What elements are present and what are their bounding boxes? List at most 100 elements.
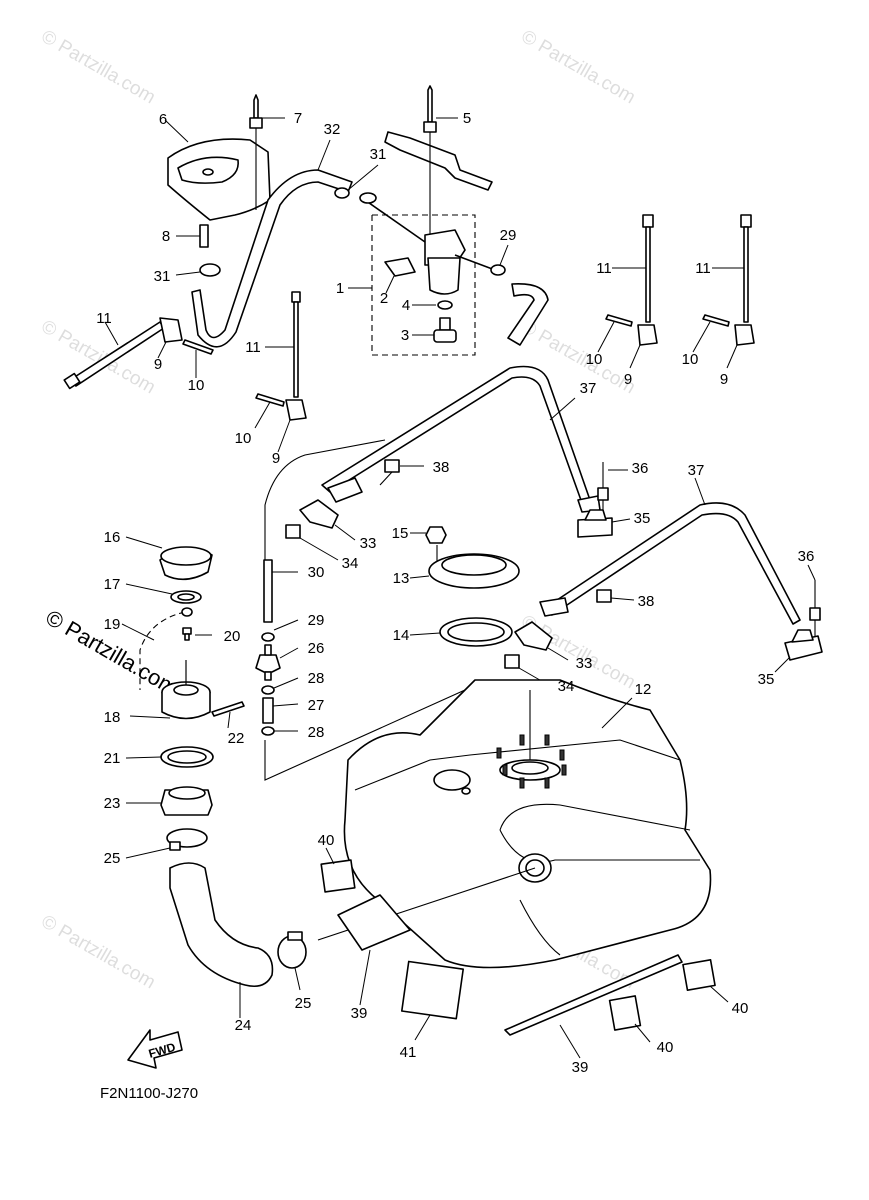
callout-label-35a: 35	[634, 510, 651, 527]
callout-label-40b: 40	[657, 1039, 674, 1056]
part-26-valve	[255, 644, 299, 681]
callout-label-36b: 36	[798, 548, 815, 565]
part-27-hose	[262, 697, 299, 724]
callout-label-23: 23	[104, 795, 121, 812]
part-22-vent-fitting	[211, 701, 245, 729]
callout-label-11a: 11	[96, 310, 112, 327]
part-8-grommet	[176, 224, 209, 248]
part-11-tie-right-2	[712, 214, 752, 323]
part-41-pad	[400, 960, 465, 1041]
callout-label-39b: 39	[572, 1059, 589, 1076]
tank-studs	[496, 734, 567, 789]
callout-label-9c: 9	[624, 371, 632, 388]
callout-label-28b: 28	[308, 724, 325, 741]
callout-label-10c: 10	[586, 351, 603, 368]
part-4-oring	[412, 300, 453, 310]
part-37-strap-lower	[539, 477, 801, 625]
callout-label-8: 8	[162, 228, 170, 245]
callout-label-3: 3	[401, 327, 409, 344]
part-5-bracket	[384, 85, 493, 235]
callout-label-12: 12	[635, 681, 652, 698]
part-3-drain-plug	[412, 317, 457, 343]
hose-outlet	[507, 283, 549, 346]
part-38-bolt-lower	[596, 589, 635, 603]
callout-label-30: 30	[308, 564, 325, 581]
callout-label-37a: 37	[580, 380, 597, 397]
callout-label-2: 2	[380, 290, 388, 307]
part-13-plate	[409, 553, 520, 589]
part-1-fuel-filter-assembly	[348, 214, 476, 356]
part-33-cushion-upper	[299, 499, 356, 541]
callout-label-39a: 39	[351, 1005, 368, 1022]
callout-label-10d: 10	[682, 351, 699, 368]
part-16-cap	[125, 536, 213, 581]
part-31-clamp-right	[334, 164, 379, 199]
diagram-code: F2N1100-J270	[100, 1085, 198, 1102]
part-25-clamp-left	[125, 828, 208, 859]
callout-label-1: 1	[336, 280, 344, 297]
callout-label-14: 14	[393, 627, 410, 644]
part-12-fuel-tank	[317, 679, 712, 969]
part-10-rivet-right-1	[597, 314, 633, 353]
part-33-cushion-lower	[514, 621, 569, 661]
part-6-cover	[164, 119, 271, 221]
watermark-2: © Partzilla.com	[518, 26, 639, 108]
callout-label-13: 13	[393, 570, 410, 587]
callout-label-11c: 11	[596, 260, 612, 277]
part-30-hose	[263, 559, 298, 623]
callout-label-34a: 34	[342, 555, 359, 572]
callout-label-10b: 10	[235, 430, 252, 447]
part-40-pad-2	[608, 995, 651, 1043]
part-28-clamp-upper	[261, 677, 299, 695]
callout-label-33b: 33	[576, 655, 593, 672]
part-29-clamp-top	[490, 244, 509, 276]
part-35-holder-upper	[577, 509, 631, 538]
part-19-chain	[121, 607, 193, 690]
part-9-holder-center	[277, 399, 307, 453]
part-17-gasket	[125, 583, 202, 604]
callout-label-40a: 40	[318, 832, 335, 849]
part-24-hose	[169, 862, 274, 1018]
callout-label-20: 20	[224, 628, 241, 645]
callout-label-26: 26	[308, 640, 325, 657]
callout-label-11d: 11	[695, 260, 711, 277]
callout-label-37b: 37	[688, 462, 705, 479]
part-38-bolt-upper	[379, 459, 424, 486]
callout-label-21: 21	[104, 750, 121, 767]
callout-label-16: 16	[104, 529, 121, 546]
callout-label-33a: 33	[360, 535, 377, 552]
callout-label-25b: 25	[295, 995, 312, 1012]
part-35-holder-lower	[774, 629, 823, 673]
callout-label-32: 32	[324, 121, 341, 138]
callout-label-29b: 29	[500, 227, 517, 244]
callout-label-31a: 31	[154, 268, 171, 285]
callout-label-15: 15	[392, 525, 409, 542]
watermark-1: © Partzilla.com	[38, 26, 159, 108]
part-40-pad-1	[320, 847, 356, 893]
callout-label-10a: 10	[188, 377, 205, 394]
callout-label-40c: 40	[732, 1000, 749, 1017]
fwd-arrow-icon: FWD	[127, 1029, 183, 1069]
fuel-filter-body	[359, 192, 496, 295]
callout-label-24: 24	[235, 1017, 252, 1034]
watermark-4: © Partzilla.com	[518, 316, 639, 398]
callout-label-29a: 29	[308, 612, 325, 629]
part-11-tie-right-1	[612, 214, 654, 323]
part-23-nut	[126, 786, 213, 816]
callout-label-31b: 31	[370, 146, 387, 163]
part-34-bolt-upper	[285, 524, 339, 561]
part-10-rivet-center	[254, 393, 285, 429]
part-2-bracket	[384, 257, 416, 294]
callout-label-9d: 9	[720, 371, 728, 388]
part-21-gasket	[125, 746, 214, 768]
part-40-pad-3	[682, 958, 729, 1003]
part-9-holder-right-1	[629, 324, 658, 369]
callout-label-22: 22	[228, 730, 245, 747]
part-11-tie-left	[63, 321, 165, 390]
callout-label-38b: 38	[638, 593, 655, 610]
part-10-rivet-left	[182, 339, 214, 378]
callout-label-28a: 28	[308, 670, 325, 687]
callout-label-7: 7	[294, 110, 302, 127]
callout-label-17: 17	[104, 576, 121, 593]
